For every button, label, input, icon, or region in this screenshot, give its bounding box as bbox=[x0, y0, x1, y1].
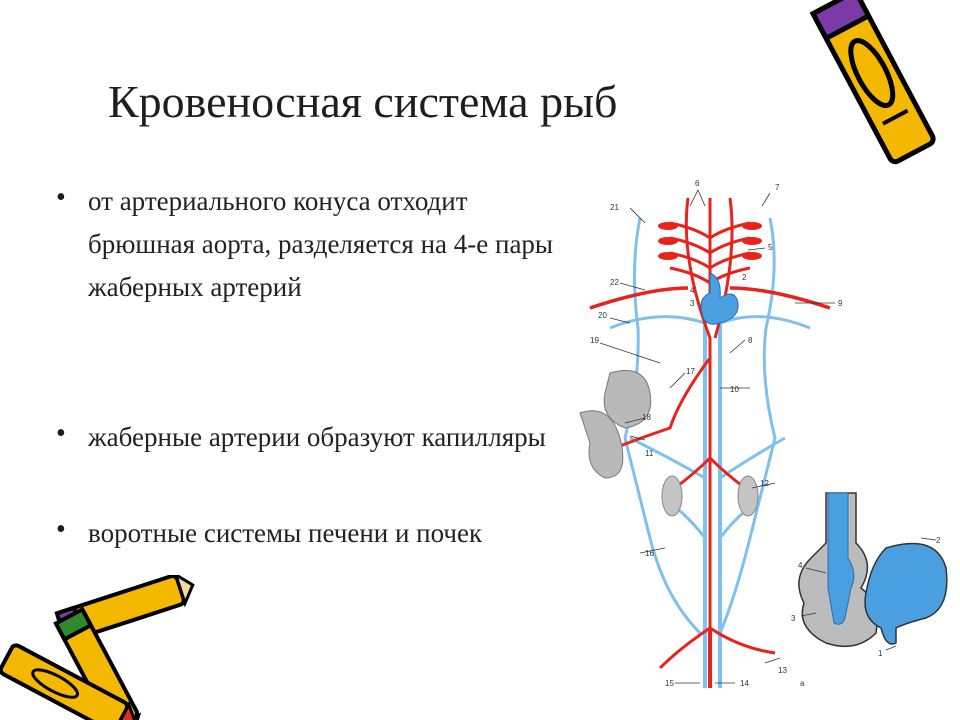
label-11: 11 bbox=[645, 449, 654, 458]
label-2: 2 bbox=[742, 273, 747, 282]
bullet-text: воротные системы печени и почек bbox=[88, 518, 483, 548]
label-18: 18 bbox=[642, 413, 651, 422]
label-6: 6 bbox=[695, 179, 700, 188]
circulatory-diagram: 6 7 21 5 2 22 4 3 9 20 19 8 17 10 18 11 … bbox=[579, 179, 843, 688]
label-12: 12 bbox=[760, 479, 769, 488]
ventricle-shape bbox=[827, 492, 855, 625]
label-7: 7 bbox=[775, 183, 780, 192]
label-22: 22 bbox=[610, 278, 619, 287]
liver-shape bbox=[579, 370, 652, 479]
bullet-dot: • bbox=[56, 418, 66, 449]
inset-label-3: 3 bbox=[791, 614, 796, 623]
label-17: 17 bbox=[686, 367, 695, 376]
kidney-shape bbox=[661, 475, 759, 517]
label-10: 10 bbox=[730, 385, 739, 394]
bullet-dot: • bbox=[56, 514, 66, 545]
label-4: 4 bbox=[690, 286, 695, 295]
label-3: 3 bbox=[690, 299, 695, 308]
bullet-text: от артериального конуса отходит брюшная … bbox=[88, 186, 554, 302]
inset-label-1: 1 bbox=[878, 649, 883, 658]
gill-capillaries bbox=[658, 222, 762, 260]
heart-inset: 2 4 3 1 bbox=[791, 492, 948, 658]
label-21: 21 bbox=[610, 203, 619, 212]
leader-lines bbox=[599, 189, 835, 684]
label-19: 19 bbox=[590, 336, 599, 345]
bullet-text: жаберные артерии образуют капилляры bbox=[88, 422, 546, 452]
label-9: 9 bbox=[838, 299, 843, 308]
inset-label-2: 2 bbox=[936, 536, 941, 545]
bulb-shape bbox=[864, 542, 948, 645]
diagram-labels: 6 7 21 5 2 22 4 3 9 20 19 8 17 10 18 11 … bbox=[590, 179, 843, 688]
heart-shape bbox=[700, 272, 739, 325]
label-5: 5 bbox=[768, 243, 773, 252]
arterial-vessels bbox=[589, 197, 831, 688]
label-15: 15 bbox=[665, 679, 674, 688]
subfig-letter: а bbox=[800, 679, 805, 688]
slide-title: Кровеносная система рыб bbox=[108, 76, 618, 127]
inset-label-4: 4 bbox=[798, 561, 803, 570]
label-13: 13 bbox=[778, 666, 787, 675]
label-8: 8 bbox=[748, 336, 753, 345]
label-16: 16 bbox=[645, 549, 654, 558]
label-14: 14 bbox=[740, 679, 749, 688]
pencil-icon bbox=[0, 575, 195, 720]
label-20: 20 bbox=[598, 311, 607, 320]
pencil-icon bbox=[809, 0, 936, 165]
bullet-dot: • bbox=[56, 182, 66, 213]
